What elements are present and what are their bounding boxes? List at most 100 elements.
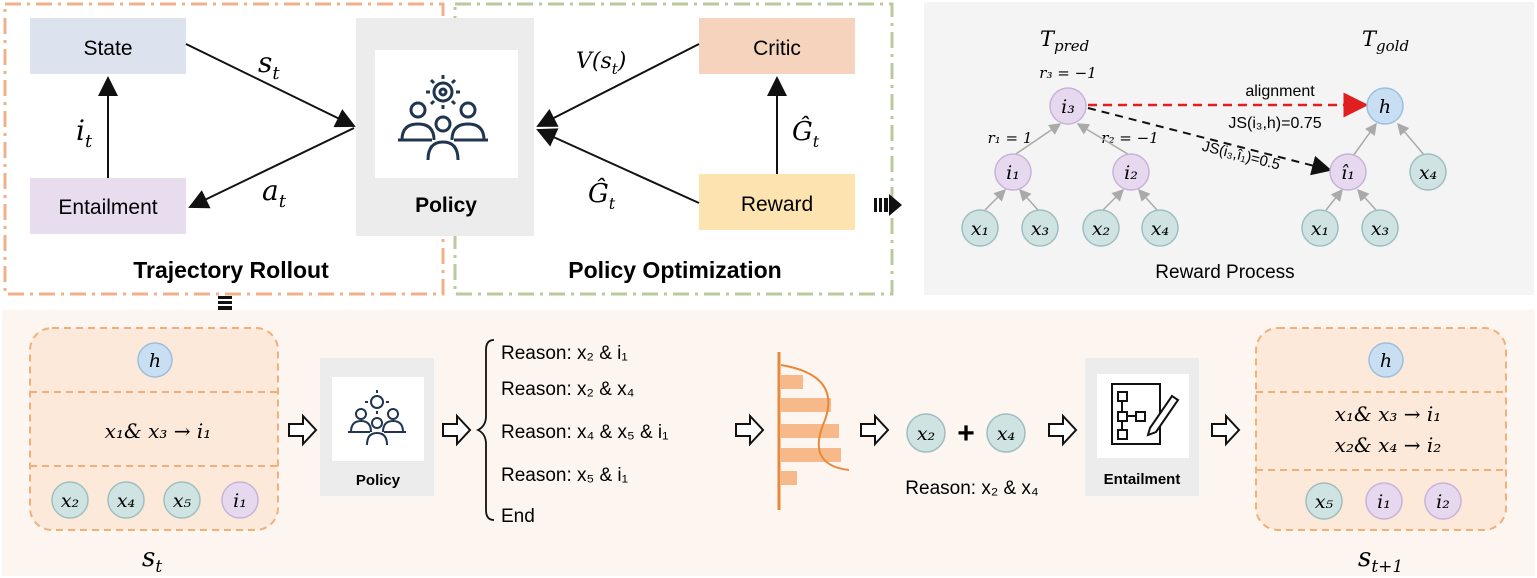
reason-option-4: Reason: x₅ & i₁ bbox=[501, 465, 628, 486]
i-t-label: it bbox=[76, 114, 93, 152]
t-gold-label: Tgold bbox=[1362, 27, 1409, 55]
svg-text:i₃: i₃ bbox=[1061, 96, 1075, 118]
reason-option-2: Reason: x₂ & x₄ bbox=[501, 379, 635, 400]
reward-to-policy-arrow bbox=[536, 128, 700, 204]
svg-text:x₄: x₄ bbox=[997, 423, 1015, 445]
flowchart-pencil-icon bbox=[1111, 383, 1180, 445]
critic-to-policy-arrow bbox=[536, 43, 700, 127]
svg-text:i₁: i₁ bbox=[233, 490, 247, 512]
svg-text:h: h bbox=[149, 350, 161, 372]
trajectory-title: Trajectory Rollout bbox=[133, 257, 329, 283]
svg-text:x₂: x₂ bbox=[1092, 218, 1110, 240]
a-t-label: at bbox=[262, 174, 287, 212]
svg-text:i₂: i₂ bbox=[1124, 162, 1138, 184]
node-x1: x₁ bbox=[961, 209, 999, 247]
svg-text:i₂: i₂ bbox=[1436, 491, 1450, 513]
st1-node-x5: x₅ bbox=[1305, 482, 1343, 520]
st-node-i1: i₁ bbox=[221, 481, 259, 519]
entailment-box: Entailment bbox=[30, 178, 186, 234]
policy-box: Policy bbox=[356, 18, 534, 236]
node-i2: i₂ bbox=[1112, 153, 1150, 191]
st1-node-i2: i₂ bbox=[1424, 482, 1462, 520]
svg-text:x₂: x₂ bbox=[917, 423, 935, 445]
st1-node-h: h bbox=[1368, 342, 1404, 378]
node-x2: x₂ bbox=[1082, 209, 1120, 247]
reward-label: Reward bbox=[741, 193, 813, 216]
reward-process-title: Reward Process bbox=[1155, 262, 1294, 283]
policy-to-entailment-arrow bbox=[188, 127, 355, 209]
svg-text:x₃: x₃ bbox=[1031, 218, 1049, 240]
bottom-entailment-box: Entailment bbox=[1085, 358, 1199, 496]
entailment-label: Entailment bbox=[58, 196, 157, 219]
pred-tree-edges bbox=[984, 122, 1426, 211]
r1-label: r₁ = 1 bbox=[988, 129, 1033, 147]
critic-label: Critic bbox=[753, 37, 801, 60]
svg-text:x₄: x₄ bbox=[1419, 162, 1437, 184]
svg-text:h: h bbox=[1379, 96, 1391, 118]
st-node-x4: x₄ bbox=[107, 481, 145, 519]
svg-text:h: h bbox=[1380, 350, 1392, 372]
flow-arrows bbox=[288, 413, 1241, 447]
alignment-label: alignment bbox=[1245, 83, 1315, 100]
svg-text:x₁: x₁ bbox=[1311, 218, 1329, 240]
bottom-policy-label: Policy bbox=[356, 472, 401, 489]
node-h: h bbox=[1366, 87, 1404, 125]
node-i1: i₁ bbox=[994, 153, 1032, 191]
st-node-x5: x₅ bbox=[163, 481, 201, 519]
plus-icon: + bbox=[957, 417, 975, 450]
team-gear-icon bbox=[398, 75, 488, 161]
chosen-node-x4: x₄ bbox=[986, 413, 1026, 453]
node-i1hat: î₁ bbox=[1329, 153, 1367, 191]
reason-option-end: End bbox=[501, 506, 535, 527]
st-caption: st bbox=[142, 543, 162, 577]
svg-text:x₅: x₅ bbox=[1315, 491, 1334, 513]
st1-node-i1: i₁ bbox=[1365, 482, 1403, 520]
st1-rule-2: x₂& x₄ → i₂ bbox=[1335, 433, 1442, 457]
st-node-x2: x₂ bbox=[51, 481, 89, 519]
g-hat-right-label: Ĝt bbox=[792, 115, 820, 151]
state-box: State bbox=[30, 18, 186, 74]
node-x4: x₄ bbox=[1141, 209, 1179, 247]
st-node-h: h bbox=[137, 342, 173, 378]
node-i3: i₃ bbox=[1049, 87, 1087, 125]
node-gold-x1: x₁ bbox=[1301, 209, 1339, 247]
svg-text:x₄: x₄ bbox=[1151, 218, 1169, 240]
svg-text:x₅: x₅ bbox=[173, 490, 192, 512]
r2-label: r₂ = −1 bbox=[1101, 129, 1158, 147]
value-label: V(st) bbox=[576, 49, 626, 78]
state-label: State bbox=[83, 37, 132, 60]
svg-text:x₂: x₂ bbox=[61, 490, 79, 512]
state-to-policy-arrow bbox=[185, 43, 356, 128]
st1-rule-1: x₁& x₃ → i₁ bbox=[1335, 402, 1442, 426]
bottom-entailment-label: Entailment bbox=[1104, 471, 1181, 488]
svg-text:x₄: x₄ bbox=[117, 490, 135, 512]
reason-option-3: Reason: x₄ & x₅ & i₁ bbox=[501, 422, 669, 443]
st1-caption: st+1 bbox=[1358, 543, 1403, 577]
s-t-label: st bbox=[258, 46, 280, 84]
policy-label: Policy bbox=[415, 194, 477, 217]
state-st-card bbox=[29, 327, 279, 531]
reward-box: Reward bbox=[699, 174, 855, 230]
state-st1-card bbox=[1255, 327, 1507, 531]
g-hat-left-label: Ĝt bbox=[588, 177, 616, 213]
svg-text:i₁: i₁ bbox=[1377, 491, 1391, 513]
svg-text:x₃: x₃ bbox=[1371, 218, 1389, 240]
optimization-title: Policy Optimization bbox=[568, 257, 781, 283]
t-pred-label: Tpred bbox=[1040, 27, 1089, 55]
reason-option-1: Reason: x₂ & i₁ bbox=[501, 343, 628, 364]
r3-label: r₃ = −1 bbox=[1039, 64, 1096, 82]
chosen-node-x2: x₂ bbox=[906, 413, 946, 453]
js-h-label: JS(i₃,h)=0.75 bbox=[1228, 115, 1321, 132]
reward-process-panel bbox=[924, 2, 1534, 295]
svg-text:î₁: î₁ bbox=[1341, 162, 1355, 184]
distribution-chart bbox=[777, 352, 850, 510]
right-hatched-arrow bbox=[874, 194, 902, 216]
team-gear-icon-small bbox=[348, 390, 406, 446]
node-x3: x₃ bbox=[1021, 209, 1059, 247]
node-gold-x4: x₄ bbox=[1409, 153, 1447, 191]
st-rule: x₁& x₃ → i₁ bbox=[105, 419, 212, 443]
svg-text:x₁: x₁ bbox=[971, 218, 989, 240]
node-gold-x3: x₃ bbox=[1361, 209, 1399, 247]
chosen-reason-label: Reason: x₂ & x₄ bbox=[905, 478, 1039, 499]
